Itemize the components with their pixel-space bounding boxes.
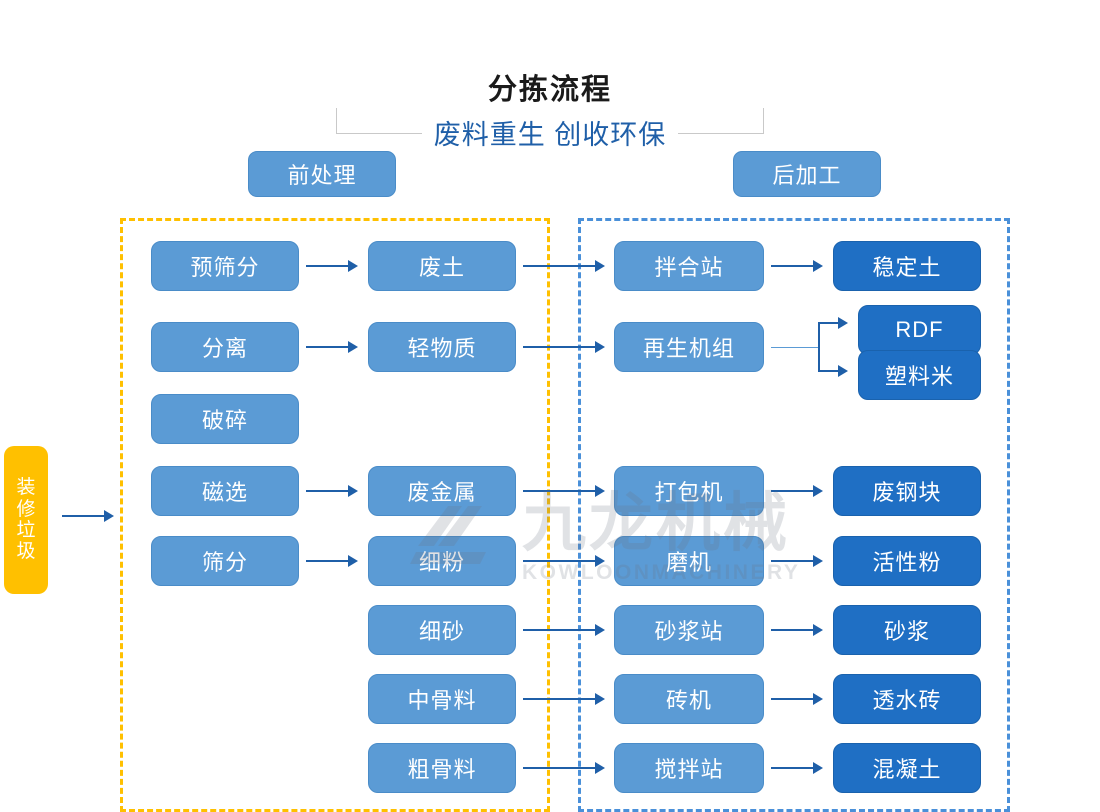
connector-machine1-to-product1 <box>771 265 815 267</box>
postprocessing-group-frame <box>578 218 1010 812</box>
arrowhead-machine1 <box>813 260 823 272</box>
connector-mat4-to-machine4 <box>523 560 597 562</box>
arrowhead-plastic <box>838 365 848 377</box>
arrowhead-rdf <box>838 317 848 329</box>
page-title: 分拣流程 <box>0 66 1100 108</box>
connector-mat7-to-machine7 <box>523 767 597 769</box>
node-material-3: 废金属 <box>368 466 516 516</box>
connector-input-to-preprocessing <box>62 515 106 517</box>
connector-op1-to-mat1 <box>306 265 350 267</box>
node-material-5: 细砂 <box>368 605 516 655</box>
connector-mat6-to-machine6 <box>523 698 597 700</box>
node-material-2: 轻物质 <box>368 322 516 372</box>
node-material-6: 中骨料 <box>368 674 516 724</box>
stage-header-preprocessing: 前处理 <box>248 151 396 197</box>
connector-op4-to-mat3 <box>306 490 350 492</box>
page-title-text: 分拣流程 <box>473 74 626 106</box>
connector-machine5-to-product6 <box>771 629 815 631</box>
node-material-7: 粗骨料 <box>368 743 516 793</box>
arrowhead-machine6 <box>813 693 823 705</box>
node-machine-5: 砂浆站 <box>614 605 764 655</box>
connector-mat2-to-machine2 <box>523 346 597 348</box>
preprocessing-group-frame <box>120 218 550 812</box>
stage-header-postprocessing: 后加工 <box>733 151 881 197</box>
node-machine-6: 砖机 <box>614 674 764 724</box>
node-machine-2: 再生机组 <box>614 322 764 372</box>
arrowhead-mat2 <box>595 341 605 353</box>
page-subtitle: 废料重生 创收环保 <box>0 113 1100 152</box>
input-node-renovation-waste: 装修垃圾 <box>4 446 48 594</box>
connector-mat5-to-machine5 <box>523 629 597 631</box>
connector-machine6-to-product7 <box>771 698 815 700</box>
node-product-2: RDF <box>858 305 981 355</box>
connector-machine2-branch-vertical <box>818 323 820 372</box>
connector-op5-to-mat4 <box>306 560 350 562</box>
connector-op2-to-mat2 <box>306 346 350 348</box>
node-product-8: 混凝土 <box>833 743 981 793</box>
node-material-1: 废土 <box>368 241 516 291</box>
arrowhead-op4 <box>348 485 358 497</box>
node-material-4: 细粉 <box>368 536 516 586</box>
connector-machine7-to-product8 <box>771 767 815 769</box>
connector-mat1-to-machine1 <box>523 265 597 267</box>
node-machine-1: 拌合站 <box>614 241 764 291</box>
arrowhead-mat1 <box>595 260 605 272</box>
arrowhead-op2 <box>348 341 358 353</box>
arrowhead-mat3 <box>595 485 605 497</box>
connector-machine4-to-product5 <box>771 560 815 562</box>
node-machine-7: 搅拌站 <box>614 743 764 793</box>
arrowhead-machine4 <box>813 555 823 567</box>
node-pre-operation-2: 分离 <box>151 322 299 372</box>
node-pre-operation-4: 磁选 <box>151 466 299 516</box>
connector-machine3-to-product4 <box>771 490 815 492</box>
arrowhead-machine5 <box>813 624 823 636</box>
connector-machine2-to-plastic <box>818 370 840 372</box>
connector-machine2-to-rdf <box>818 322 840 324</box>
arrowhead-machine3 <box>813 485 823 497</box>
arrowhead-op5 <box>348 555 358 567</box>
input-node-label: 装修垃圾 <box>16 477 36 563</box>
node-product-5: 活性粉 <box>833 536 981 586</box>
arrowhead-mat4 <box>595 555 605 567</box>
node-pre-operation-3: 破碎 <box>151 394 299 444</box>
node-machine-4: 磨机 <box>614 536 764 586</box>
connector-mat3-to-machine3 <box>523 490 597 492</box>
arrowhead-mat6 <box>595 693 605 705</box>
arrowhead-op1 <box>348 260 358 272</box>
node-pre-operation-1: 预筛分 <box>151 241 299 291</box>
arrowhead-machine7 <box>813 762 823 774</box>
connector-machine2-stem <box>771 347 819 348</box>
node-product-4: 废钢块 <box>833 466 981 516</box>
page-subtitle-text: 废料重生 创收环保 <box>421 120 679 150</box>
arrowhead-mat5 <box>595 624 605 636</box>
node-pre-operation-5: 筛分 <box>151 536 299 586</box>
node-product-3: 塑料米 <box>858 350 981 400</box>
title-block: 分拣流程 废料重生 创收环保 <box>0 30 1100 150</box>
node-product-6: 砂浆 <box>833 605 981 655</box>
node-machine-3: 打包机 <box>614 466 764 516</box>
node-product-7: 透水砖 <box>833 674 981 724</box>
arrowhead-input <box>104 510 114 522</box>
node-product-1: 稳定土 <box>833 241 981 291</box>
arrowhead-mat7 <box>595 762 605 774</box>
